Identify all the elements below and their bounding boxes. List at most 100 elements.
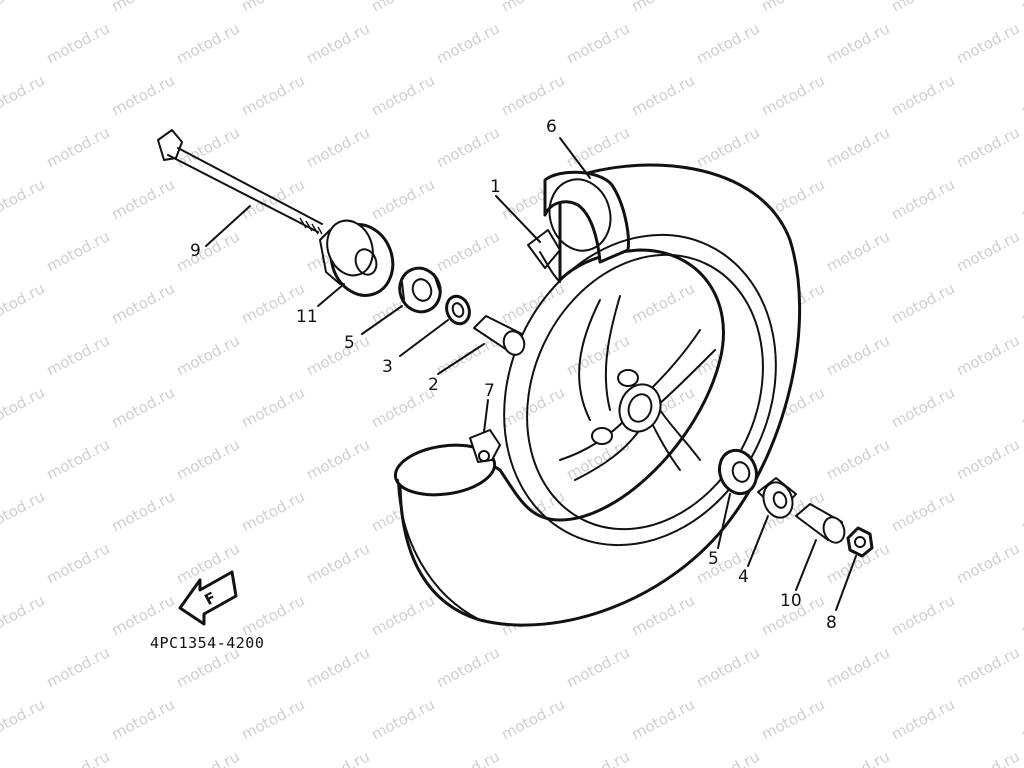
- watermark-text: motod.ru: [693, 19, 762, 67]
- rim-inner: [526, 253, 764, 531]
- watermark-text: motod.ru: [563, 747, 632, 768]
- diagram-code: 4PC1354-4200: [150, 634, 264, 652]
- watermark-text: motod.ru: [628, 591, 697, 639]
- watermark-text: motod.ru: [0, 279, 48, 327]
- watermark-text: motod.ru: [953, 747, 1022, 768]
- collar-right: [795, 503, 846, 544]
- valve-stem: [527, 229, 561, 269]
- watermark-text: motod.ru: [0, 695, 48, 743]
- watermark-text: motod.ru: [433, 747, 502, 768]
- watermark-text: motod.ru: [693, 123, 762, 171]
- watermark-text: motod.ru: [628, 71, 697, 119]
- tire-bottom-wall: [397, 479, 481, 621]
- watermark-text: motod.ru: [108, 71, 177, 119]
- watermark-text: motod.ru: [43, 643, 112, 691]
- watermark-text: motod.ru: [0, 71, 48, 119]
- watermark-text: motod.ru: [693, 747, 762, 768]
- bearing-left: [398, 266, 442, 314]
- wheel-assembly: [393, 163, 802, 627]
- callout-5-left: 5: [344, 333, 355, 353]
- watermark-text: motod.ru: [173, 747, 242, 768]
- meter-gear-unit: [319, 219, 395, 297]
- watermark-text: motod.ru: [888, 0, 957, 16]
- watermark-text: motod.ru: [888, 591, 957, 639]
- watermark-text: motod.ru: [238, 591, 307, 639]
- watermark-text: motod.ru: [43, 747, 112, 768]
- watermark-text: motod.ru: [0, 175, 48, 223]
- watermark-text: motod.ru: [1018, 71, 1024, 119]
- axle-head: [157, 129, 183, 161]
- watermark-text: motod.ru: [433, 19, 502, 67]
- spoke-1: [578, 295, 621, 421]
- watermark-text: motod.ru: [368, 71, 437, 119]
- watermark-text: motod.ru: [628, 695, 697, 743]
- watermark-text: motod.ru: [823, 227, 892, 275]
- watermark-text: motod.ru: [173, 435, 242, 483]
- watermark-text: motod.ru: [433, 123, 502, 171]
- watermark-text: motod.ru: [953, 227, 1022, 275]
- callout-11: 11: [296, 307, 318, 327]
- watermark-text: motod.ru: [953, 539, 1022, 587]
- watermark-text: motod.ru: [108, 591, 177, 639]
- watermark-text: motod.ru: [43, 539, 112, 587]
- watermark-text: motod.ru: [173, 331, 242, 379]
- front-arrow-icon: F: [178, 570, 238, 626]
- watermark-text: motod.ru: [953, 19, 1022, 67]
- watermark-text: motod.ru: [108, 487, 177, 535]
- tire-top-section: [543, 170, 630, 264]
- watermark-text: motod.ru: [498, 71, 567, 119]
- watermark-text: motod.ru: [368, 591, 437, 639]
- watermark-text: motod.ru: [823, 123, 892, 171]
- watermark-text: motod.ru: [563, 643, 632, 691]
- tire-top-hole: [548, 178, 612, 252]
- watermark-text: motod.ru: [108, 383, 177, 431]
- watermark-text: motod.ru: [238, 383, 307, 431]
- watermark-text: motod.ru: [43, 435, 112, 483]
- watermark-text: motod.ru: [1018, 487, 1024, 535]
- watermark-text: motod.ru: [108, 175, 177, 223]
- tire-outline: [398, 163, 802, 627]
- watermark-text: motod.ru: [303, 331, 372, 379]
- callout-7: 7: [484, 381, 495, 401]
- watermark-text: motod.ru: [108, 0, 177, 16]
- hub-boss-top: [617, 369, 639, 387]
- callout-1: 1: [490, 177, 501, 197]
- callout-2: 2: [428, 375, 439, 395]
- watermark-text: motod.ru: [238, 0, 307, 16]
- callout-5-right: 5: [708, 549, 719, 569]
- callout-3: 3: [382, 357, 393, 377]
- hub-ring: [618, 383, 662, 433]
- hub-bore: [627, 393, 653, 423]
- watermark-text: motod.ru: [1018, 383, 1024, 431]
- callout-labels: 1 2 3 4 5 5 6 7 8 9 10 11: [190, 117, 837, 633]
- watermark-text: motod.ru: [888, 695, 957, 743]
- watermark-text: motod.ru: [888, 383, 957, 431]
- watermark-text: motod.ru: [498, 0, 567, 16]
- watermark-text: motod.ru: [0, 591, 48, 639]
- watermark-text: motod.ru: [1018, 695, 1024, 743]
- watermark-text: motod.ru: [43, 227, 112, 275]
- watermark-text: motod.ru: [368, 175, 437, 223]
- watermark-text: motod.ru: [303, 539, 372, 587]
- watermark-text: motod.ru: [303, 435, 372, 483]
- callout-8: 8: [826, 613, 837, 633]
- watermark-text: motod.ru: [0, 487, 48, 535]
- watermark-text: motod.ru: [953, 123, 1022, 171]
- watermark-text: motod.ru: [1018, 591, 1024, 639]
- watermark-text: motod.ru: [563, 123, 632, 171]
- watermark-text: motod.ru: [303, 123, 372, 171]
- callout-9: 9: [190, 241, 201, 261]
- watermark-text: motod.ru: [238, 695, 307, 743]
- watermark-text: motod.ru: [433, 227, 502, 275]
- spacer: [757, 477, 797, 519]
- watermark-text: motod.ru: [758, 0, 827, 16]
- watermark-text: motod.ru: [823, 747, 892, 768]
- callout-4: 4: [738, 567, 749, 587]
- watermark-text: motod.ru: [238, 487, 307, 535]
- watermark-text: motod.ru: [888, 175, 957, 223]
- tire-bottom-hole: [393, 443, 497, 497]
- watermark-text: motod.ru: [1018, 279, 1024, 327]
